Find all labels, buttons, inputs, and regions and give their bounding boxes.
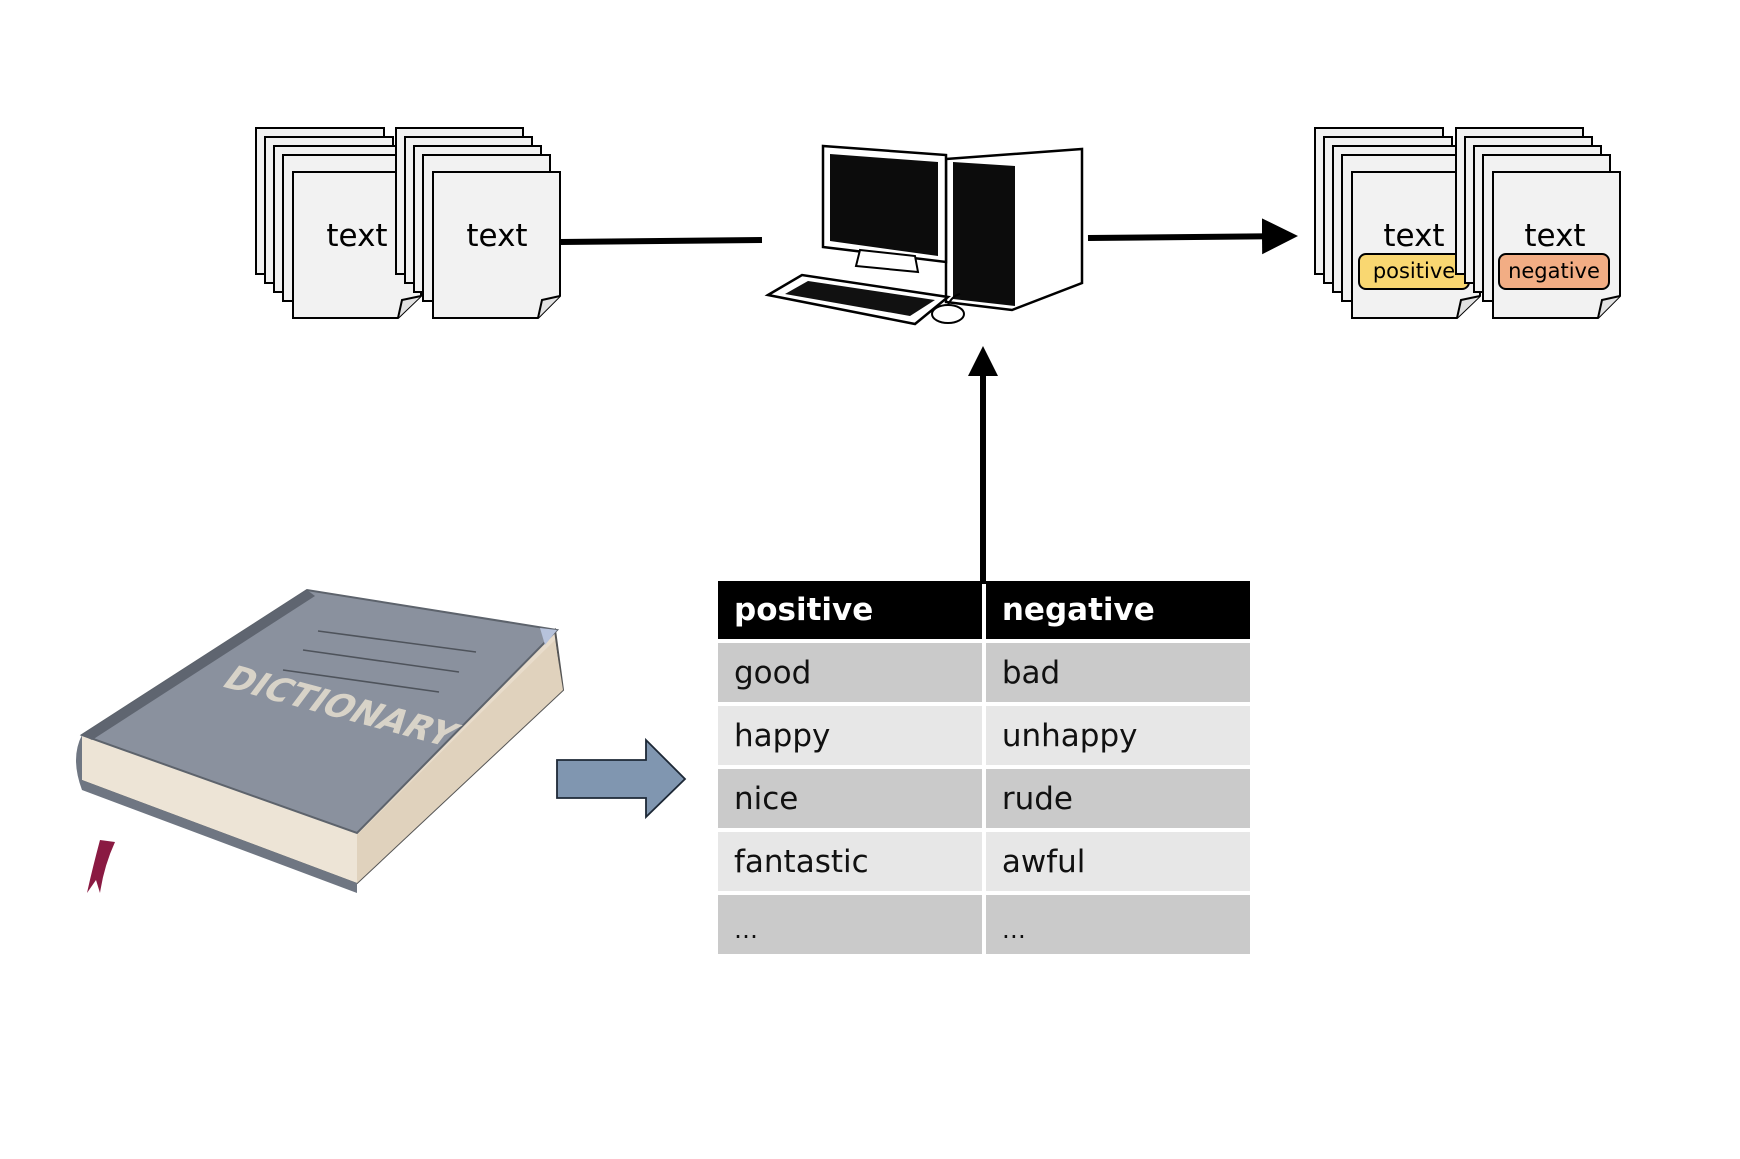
- computer-icon: [764, 144, 1084, 326]
- positive-badge-label: positive: [1373, 259, 1455, 283]
- input-to-computer-line: [559, 237, 763, 245]
- table-row: nice rude: [718, 769, 1250, 828]
- negative-badge: [1498, 253, 1610, 290]
- computer-to-output-arrow: [1087, 218, 1298, 255]
- bookmark-ribbon: [87, 840, 115, 893]
- positive-word-cell: happy: [718, 706, 982, 765]
- input-doc-2-text: text: [466, 218, 527, 254]
- table-row: happy unhappy: [718, 706, 1250, 765]
- negative-word-cell: rude: [985, 769, 1250, 828]
- table-row: fantastic awful: [718, 832, 1250, 891]
- positive-word-cell: nice: [718, 769, 982, 828]
- positive-word-cell: …: [718, 895, 982, 954]
- table-row: good bad: [718, 643, 1250, 702]
- input-doc-stack-1: text: [255, 127, 422, 319]
- output-doc-2-text: text: [1524, 218, 1585, 254]
- positive-word-cell: fantastic: [718, 832, 982, 891]
- negative-word-cell: …: [985, 895, 1250, 954]
- header-positive: positive: [718, 581, 982, 639]
- table-header-row: positive negative: [718, 581, 1250, 639]
- dictionary-book-icon: DICTIONARY: [76, 588, 565, 893]
- negative-word-cell: awful: [985, 832, 1250, 891]
- negative-word-cell: bad: [985, 643, 1250, 702]
- output-doc-stack-2: text negative: [1455, 127, 1621, 319]
- lexicon-table: positive negative good bad happy unhappy…: [714, 577, 1254, 958]
- input-doc-stack-2: text: [395, 127, 561, 319]
- output-doc-1-text: text: [1383, 218, 1444, 254]
- table-row: … …: [718, 895, 1250, 954]
- header-negative: negative: [985, 581, 1250, 639]
- output-doc-stack-1: text positive: [1314, 127, 1481, 319]
- negative-word-cell: unhappy: [985, 706, 1250, 765]
- input-doc-1-text: text: [326, 218, 387, 254]
- positive-word-cell: good: [718, 643, 982, 702]
- block-arrow: [556, 737, 687, 820]
- negative-badge-label: negative: [1508, 259, 1600, 283]
